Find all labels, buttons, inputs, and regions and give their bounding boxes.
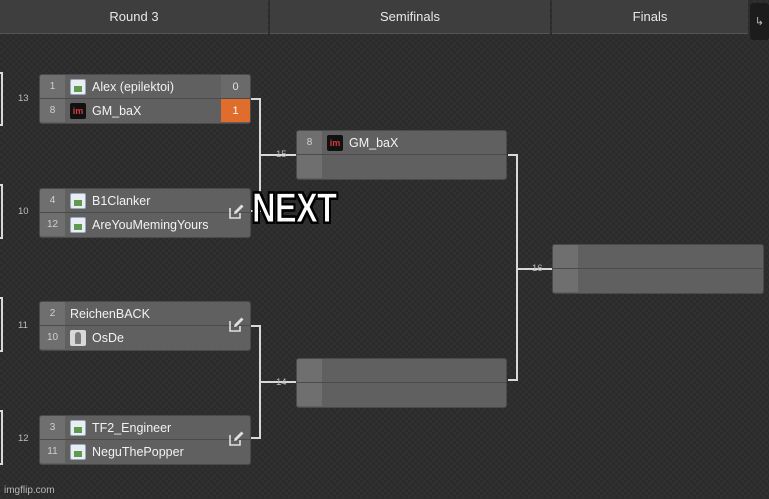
broken-image-icon xyxy=(70,78,86,95)
participant-name: GM_baX xyxy=(92,103,142,118)
participant-row[interactable]: 4 B1Clanker xyxy=(40,189,250,212)
seed-number: 4 xyxy=(40,189,65,212)
participant-name: Alex (epilektoi) xyxy=(92,79,174,94)
seed-number: 8 xyxy=(297,131,322,154)
seed-number-empty xyxy=(553,269,578,292)
edit-icon[interactable] xyxy=(227,316,245,334)
participant-row-empty[interactable] xyxy=(553,245,763,268)
seed-number: 8 xyxy=(40,99,65,122)
participant-row-empty[interactable] xyxy=(297,154,506,178)
avatar-figure-icon xyxy=(70,329,86,346)
edit-icon[interactable] xyxy=(227,203,245,221)
connector-line xyxy=(1,184,3,239)
participant-row[interactable]: 8 im GM_baX xyxy=(297,131,506,154)
participant-row[interactable]: 1 Alex (epilektoi) 0 xyxy=(40,75,250,98)
score: 0 xyxy=(221,75,250,98)
seed-number: 1 xyxy=(40,75,65,98)
broken-image-icon xyxy=(70,419,86,436)
connector-line xyxy=(0,237,3,239)
participant-row[interactable]: 12 AreYouMemingYours xyxy=(40,212,250,236)
participant-row[interactable]: 2 ReichenBACK xyxy=(40,302,250,325)
imgflip-avatar-icon: im xyxy=(70,102,86,119)
connector-line xyxy=(251,437,261,439)
connector-line xyxy=(0,350,3,352)
participant-name: NeguThePopper xyxy=(92,444,184,459)
participant-row-empty[interactable] xyxy=(297,382,506,406)
seed-number: 10 xyxy=(40,326,65,349)
connector-line xyxy=(251,98,261,100)
connector-line xyxy=(0,124,3,126)
participant-row[interactable]: 11 NeguThePopper xyxy=(40,439,250,463)
seed-number-empty xyxy=(297,155,322,178)
match-number: 15 xyxy=(276,149,287,160)
seed-number-empty xyxy=(297,359,322,382)
connector-line xyxy=(261,381,296,383)
seed-number: 3 xyxy=(40,416,65,439)
match-number: 11 xyxy=(18,320,28,331)
match-number: 16 xyxy=(532,263,543,274)
seed-number: 2 xyxy=(40,302,65,325)
match-number: 10 xyxy=(18,206,29,217)
connector-line xyxy=(251,210,261,212)
participant-row[interactable]: 8 im GM_baX 1 xyxy=(40,98,250,122)
seed-number: 12 xyxy=(40,213,65,236)
participant-row[interactable]: 10 OsDe xyxy=(40,325,250,349)
broken-image-icon xyxy=(70,216,86,233)
connector-line xyxy=(251,325,261,327)
round3-title: Round 3 xyxy=(109,9,159,24)
participant-name: TF2_Engineer xyxy=(92,420,172,435)
seed-number-empty xyxy=(297,383,322,406)
match-card-12[interactable]: 3 TF2_Engineer 11 NeguThePopper xyxy=(39,415,251,465)
connector-line xyxy=(508,154,518,156)
match-card-10[interactable]: 4 B1Clanker 12 AreYouMemingYours xyxy=(39,188,251,238)
participant-row[interactable]: 3 TF2_Engineer xyxy=(40,416,250,439)
connector-line xyxy=(508,379,518,381)
participant-name: ReichenBACK xyxy=(70,306,150,321)
broken-image-icon xyxy=(70,443,86,460)
column-header-round3: Round 3 xyxy=(0,0,268,34)
participant-name: AreYouMemingYours xyxy=(92,217,209,232)
match-card-13[interactable]: 1 Alex (epilektoi) 0 8 im GM_baX 1 xyxy=(39,74,251,124)
connector-line xyxy=(259,98,261,212)
connector-line xyxy=(261,154,296,156)
match-number: 13 xyxy=(18,93,29,104)
match-card-15[interactable]: 8 im GM_baX xyxy=(296,130,507,180)
semifinals-title: Semifinals xyxy=(380,9,440,24)
connector-line xyxy=(1,410,3,465)
column-header-finals: Finals xyxy=(552,0,748,34)
broken-image-icon xyxy=(70,192,86,209)
connector-line xyxy=(1,72,3,126)
match-card-11[interactable]: 2 ReichenBACK 10 OsDe xyxy=(39,301,251,351)
connector-line xyxy=(0,463,3,465)
match-card-16[interactable] xyxy=(552,244,764,294)
edit-icon[interactable] xyxy=(227,430,245,448)
match-number: 14 xyxy=(276,377,287,388)
match-card-14[interactable] xyxy=(296,358,507,408)
participant-row-empty[interactable] xyxy=(297,359,506,382)
participant-name: GM_baX xyxy=(349,135,399,150)
winner-score: 1 xyxy=(221,99,250,122)
seed-number: 11 xyxy=(40,440,65,463)
participant-name: OsDe xyxy=(92,330,124,345)
finals-title: Finals xyxy=(632,9,668,24)
connector-line xyxy=(1,297,3,352)
imgflip-avatar-icon: im xyxy=(327,134,343,151)
participant-name: B1Clanker xyxy=(92,193,151,208)
watermark: imgflip.com xyxy=(4,485,55,496)
meme-caption: NEXT xyxy=(252,184,338,232)
collapse-icon[interactable]: ↳ xyxy=(750,3,769,40)
column-header-semifinals: Semifinals xyxy=(270,0,550,34)
seed-number-empty xyxy=(553,245,578,268)
connector-line xyxy=(259,325,261,439)
connector-line xyxy=(518,268,552,270)
match-number: 12 xyxy=(18,433,29,444)
connector-line xyxy=(516,154,518,381)
participant-row-empty[interactable] xyxy=(553,268,763,292)
